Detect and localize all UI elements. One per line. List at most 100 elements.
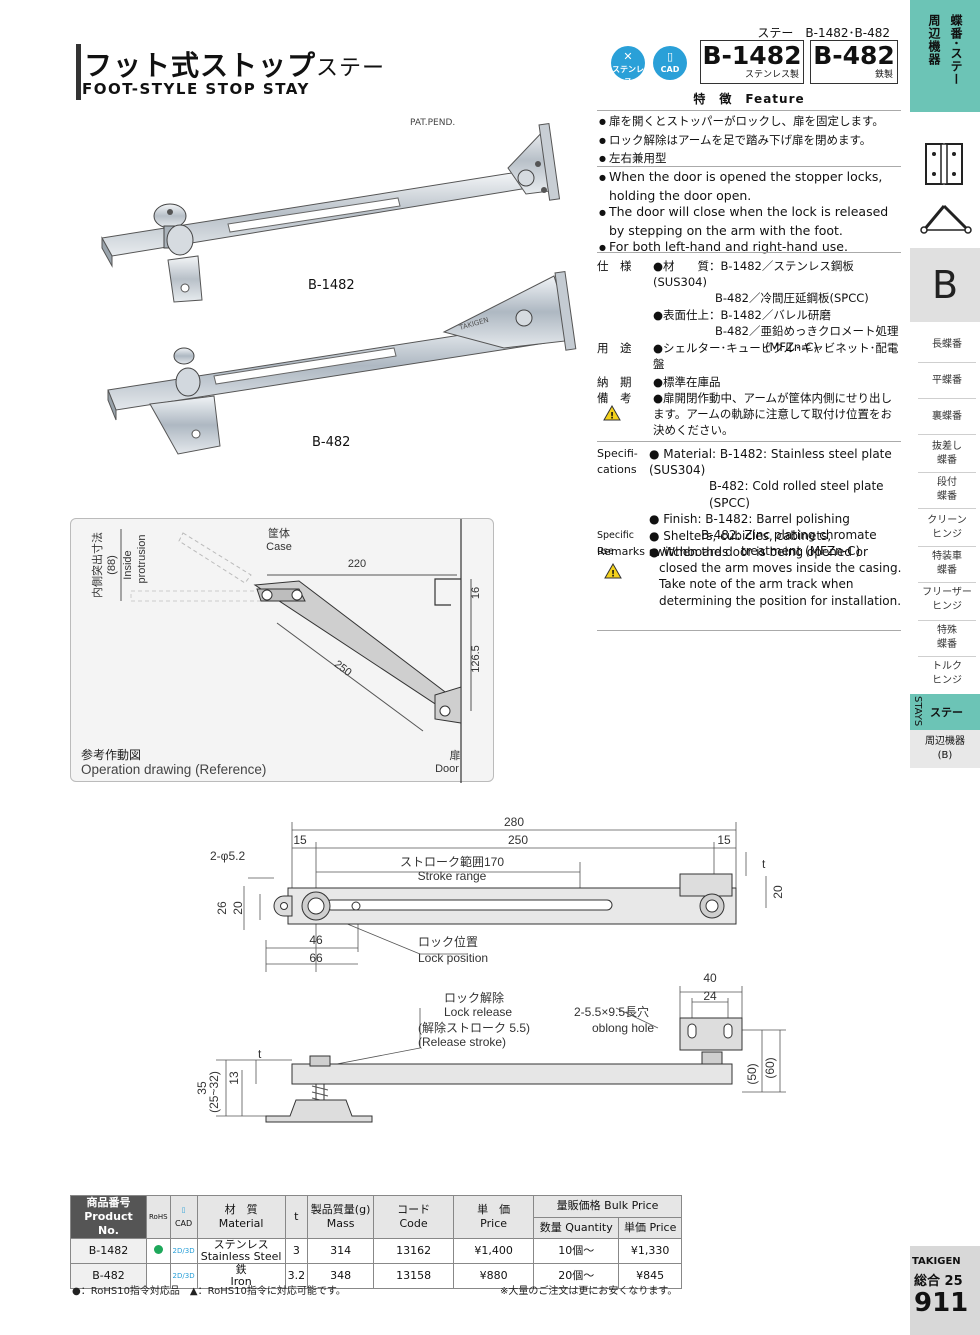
svg-text:(25~32): (25~32) (207, 1071, 221, 1113)
operation-title-jp: 参考作動図 (81, 747, 141, 762)
svg-text:!: ! (610, 412, 614, 422)
category-tab[interactable]: 蝶番･ステー 周辺機器 (910, 0, 980, 112)
breadcrumb: ステー B-1482･B-482 (757, 26, 890, 40)
svg-text:ストローク範囲170: ストローク範囲170 (400, 854, 504, 869)
dimension-drawing-top: 280 15 250 15 2-φ5.2 ストローク範囲170 Stroke r… (210, 815, 785, 972)
feature-item: ロック解除はアームを足で踏み下げ扉を閉めます。 (597, 132, 901, 151)
feature-item: 扉を開くとストッパーがロックし、扉を固定します。 (597, 113, 901, 132)
spec-en: Specifi- cations ● Material: B-1482: Sta… (597, 447, 902, 608)
file-icon: ▯ (666, 50, 674, 63)
tab-item[interactable]: 段付 蝶番 (937, 477, 957, 502)
title-accent-bar (76, 44, 81, 100)
svg-text:(50): (50) (745, 1063, 759, 1084)
svg-text:220: 220 (348, 558, 366, 570)
section-letter: B (910, 248, 980, 322)
product-image-b482: TAKIGEN (107, 270, 577, 455)
svg-text:13: 13 (227, 1071, 241, 1085)
svg-text:Lock position: Lock position (418, 951, 488, 965)
hinge-icon (925, 143, 963, 185)
svg-text:26: 26 (215, 901, 229, 915)
operation-title-en: Operation drawing (Reference) (81, 762, 266, 777)
svg-text:250: 250 (332, 658, 354, 679)
tab-item[interactable]: トルク ヒンジ (932, 661, 962, 686)
table-note-bulk: ※大量のご注文は更にお安くなります。 (500, 1286, 678, 1297)
svg-text:Lock release: Lock release (444, 1005, 512, 1019)
svg-text:2-5.5×9.5長穴: 2-5.5×9.5長穴 (574, 1004, 649, 1019)
svg-text:15: 15 (717, 833, 731, 847)
svg-text:t: t (258, 1047, 262, 1061)
tab-item[interactable]: 平蝶番 (932, 375, 962, 386)
operation-diagram: 220 16 126.5 250 筐体 Case 扉 Door 内側突出寸法 (… (81, 519, 482, 783)
dimension-drawing-side: ロック解除 Lock release (解除ストローク 5.5) (Releas… (196, 971, 786, 1123)
stay-icon (920, 204, 972, 234)
svg-text:筐体: 筐体 (268, 526, 290, 540)
svg-text:280: 280 (504, 815, 524, 829)
svg-text:!: ! (611, 570, 615, 580)
cad-badge: ▯CAD (653, 46, 687, 80)
svg-text:16: 16 (470, 587, 482, 599)
product-image-b1482 (101, 122, 561, 303)
svg-text:(88): (88) (106, 555, 118, 575)
feature-list-jp: 扉を開くとストッパーがロックし、扉を固定します。 ロック解除はアームを足で踏み下… (597, 113, 901, 169)
page-title: フット式ストップステー (84, 49, 386, 82)
svg-text:protrusion: protrusion (136, 535, 148, 584)
side-index: 蝶番･ステー 周辺機器 B 長蝶番 平蝶番 裏蝶番 抜差し 蝶番 段付 蝶番 ク… (910, 0, 980, 1335)
svg-text:(60): (60) (763, 1057, 777, 1078)
svg-text:20: 20 (771, 885, 785, 899)
stainless-badge: ✕ステンレス (611, 46, 645, 86)
feature-item: When the door is opened the stopper lock… (597, 169, 901, 204)
tab-item[interactable]: 特殊 蝶番 (937, 625, 957, 650)
svg-text:66: 66 (309, 951, 323, 965)
rohs-ok-icon (153, 1245, 163, 1254)
product-label-b482: B-482 (312, 435, 351, 450)
product-label-b1482: B-1482 (308, 278, 355, 293)
svg-text:Case: Case (266, 541, 292, 553)
warning-icon: ! (604, 563, 622, 579)
svg-text:ロック位置: ロック位置 (418, 934, 478, 949)
warning-icon: ! (603, 405, 621, 421)
svg-text:Inside: Inside (122, 550, 134, 579)
tab-item[interactable]: 特装車 蝶番 (932, 551, 962, 576)
svg-text:oblong hole: oblong hole (592, 1021, 654, 1035)
tab-item[interactable]: クリーン ヒンジ (927, 515, 967, 540)
svg-text:(解除ストローク 5.5): (解除ストローク 5.5) (418, 1020, 530, 1035)
svg-text:250: 250 (508, 833, 528, 847)
svg-text:24: 24 (703, 989, 717, 1003)
svg-text:40: 40 (703, 971, 717, 985)
svg-text:126.5: 126.5 (470, 645, 482, 673)
feature-item: The door will close when the lock is rel… (597, 204, 901, 239)
svg-text:内側突出寸法: 内側突出寸法 (90, 532, 104, 598)
spec-jp: 仕 様 ●材 質：B-1482／ステンレス鋼板(SUS304) B-482／冷間… (597, 259, 899, 438)
operation-drawing: 220 16 126.5 250 筐体 Case 扉 Door 内側突出寸法 (… (70, 518, 494, 783)
feature-item: 左右兼用型 (597, 150, 901, 169)
svg-text:ロック解除: ロック解除 (444, 990, 504, 1005)
svg-text:46: 46 (309, 933, 323, 947)
tab-item[interactable]: 長蝶番 (932, 339, 962, 350)
page-title-en: FOOT-STYLE STOP STAY (82, 80, 310, 98)
svg-text:Stroke range: Stroke range (418, 869, 487, 883)
tab-peripherals[interactable]: 周辺機器 (B) (910, 730, 980, 768)
tab-item[interactable]: 裏蝶番 (932, 411, 962, 422)
svg-text:(Release stroke): (Release stroke) (418, 1035, 506, 1049)
svg-text:t: t (762, 857, 766, 871)
file-icon: ▯ (181, 1206, 186, 1214)
tab-item[interactable]: フリーザー ヒンジ (922, 587, 972, 612)
svg-text:20: 20 (231, 901, 245, 915)
patent-note: PAT.PEND. (410, 118, 456, 128)
svg-text:Door: Door (435, 763, 459, 775)
page-number: 911 (914, 1288, 969, 1318)
svg-text:15: 15 (293, 833, 307, 847)
tab-stays-active[interactable]: STAYS ステー (910, 694, 980, 730)
feature-heading: 特 徴 Feature (597, 90, 901, 111)
feature-list-en: When the door is opened the stopper lock… (597, 169, 901, 258)
tab-item[interactable]: 抜差し 蝶番 (932, 441, 962, 466)
svg-text:2-φ5.2: 2-φ5.2 (210, 849, 245, 863)
sparkle-icon: ✕ (623, 50, 633, 63)
svg-text:35: 35 (196, 1081, 209, 1095)
svg-text:扉: 扉 (450, 749, 461, 762)
